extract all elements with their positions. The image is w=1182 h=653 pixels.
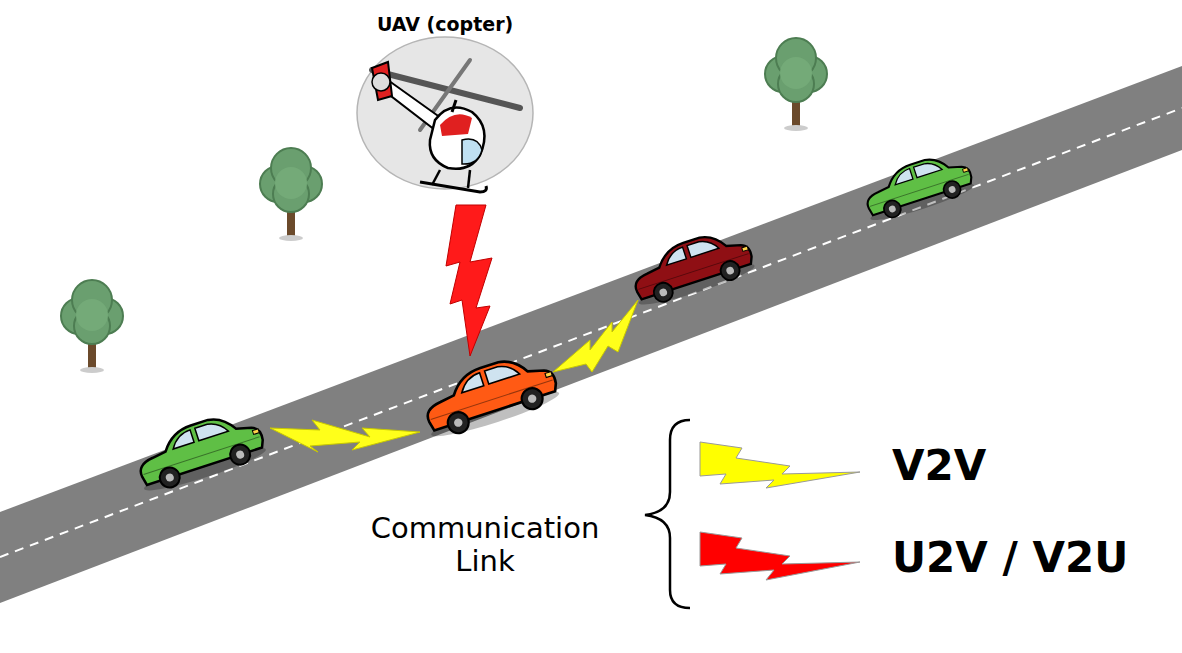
- car: [625, 224, 757, 310]
- uav-label: UAV (copter): [377, 14, 513, 36]
- tree: [765, 38, 827, 131]
- brace: [645, 420, 690, 608]
- u2v-link: [446, 205, 492, 356]
- lane-marking: [0, 108, 1182, 557]
- uav-helicopter: [357, 37, 533, 192]
- v2v-link: [553, 300, 638, 372]
- tree: [260, 148, 322, 241]
- car: [130, 406, 269, 497]
- road: [0, 66, 1182, 603]
- legend-heading: Communication Link: [360, 512, 610, 579]
- legend-swatch: [700, 442, 860, 488]
- v2v-link: [270, 420, 420, 452]
- legend-swatch: [700, 532, 860, 580]
- legend-text: V2V: [892, 442, 986, 490]
- car: [858, 148, 976, 225]
- legend-text: U2V / V2U: [892, 534, 1128, 582]
- car: [416, 347, 562, 443]
- tree: [61, 280, 123, 373]
